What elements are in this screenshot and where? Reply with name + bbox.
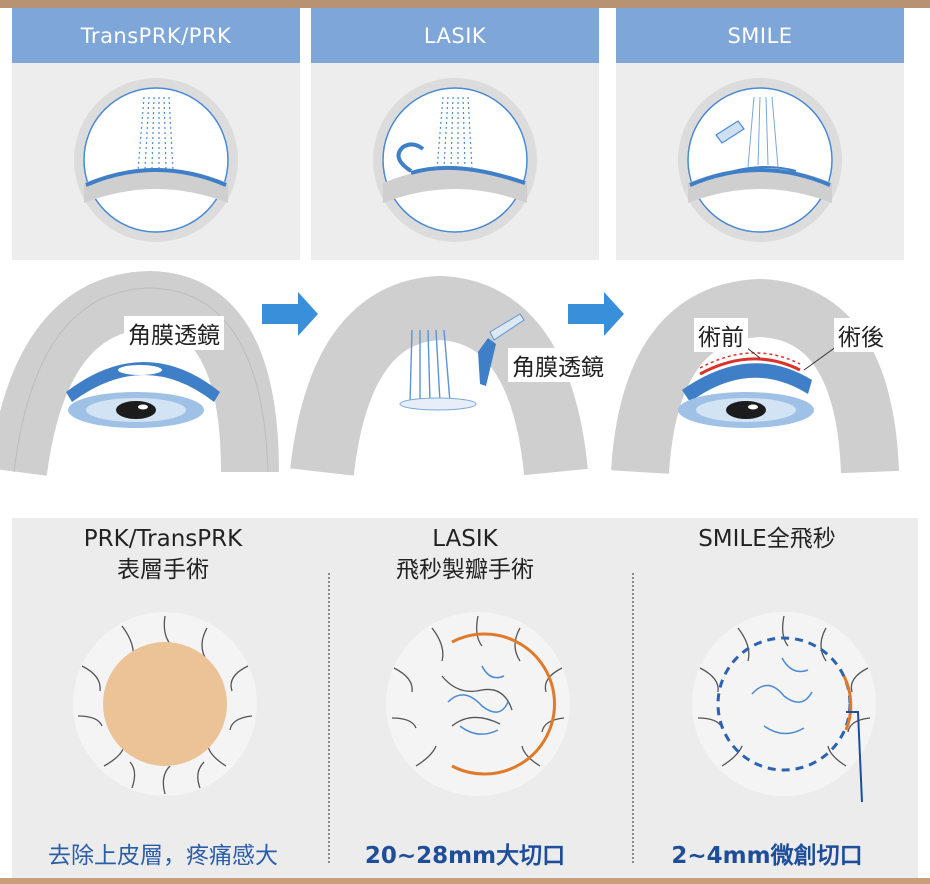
caption-prk: 去除上皮層，疼痛感大 — [48, 843, 278, 869]
arrow-right-icon — [262, 292, 318, 336]
cornea-prk — [73, 612, 257, 796]
top-decorative-strip — [0, 0, 930, 8]
arrow-right-icon — [568, 292, 624, 336]
lasik-lens-illustration — [373, 78, 537, 242]
panel-smile: SMILE — [616, 8, 904, 260]
dotted-divider — [632, 573, 634, 863]
panel-title: SMILE — [616, 8, 904, 63]
transprk-lens-illustration — [74, 78, 238, 242]
column-title-prk: PRK/TransPRK 表層手術 — [83, 526, 243, 583]
dotted-divider — [328, 573, 330, 863]
caption-smile: 2~4mm微創切口 — [671, 843, 863, 869]
cornea-lasik — [386, 612, 570, 796]
caption-lasik: 20~28mm大切口 — [364, 843, 566, 869]
label-cornea-lens-left: 角膜透鏡 — [124, 316, 224, 350]
eye-illustrations — [0, 270, 899, 476]
eye-cross-sections: 角膜透鏡 角膜透鏡 術前 術後 — [0, 262, 930, 512]
column-title-smile: SMILE全飛秒 — [698, 526, 836, 552]
bottom-decorative-strip — [0, 878, 930, 884]
panel-lasik: LASIK — [311, 8, 599, 260]
panel-title: LASIK — [311, 8, 599, 63]
label-cornea-lens-middle: 角膜透鏡 — [508, 348, 608, 382]
cornea-top-views — [73, 612, 876, 803]
panel-title: TransPRK/PRK — [12, 8, 300, 63]
label-before-surgery: 術前 — [694, 318, 748, 352]
cornea-smile — [692, 612, 876, 803]
label-after-surgery: 術後 — [834, 318, 888, 352]
smile-lens-illustration — [678, 78, 842, 242]
bottom-comparison: PRK/TransPRK 表層手術 LASIK 飛秒製瓣手術 SMILE全飛秒 — [12, 518, 918, 880]
column-title-lasik: LASIK 飛秒製瓣手術 — [396, 526, 534, 583]
panel-transprk: TransPRK/PRK — [12, 8, 300, 260]
